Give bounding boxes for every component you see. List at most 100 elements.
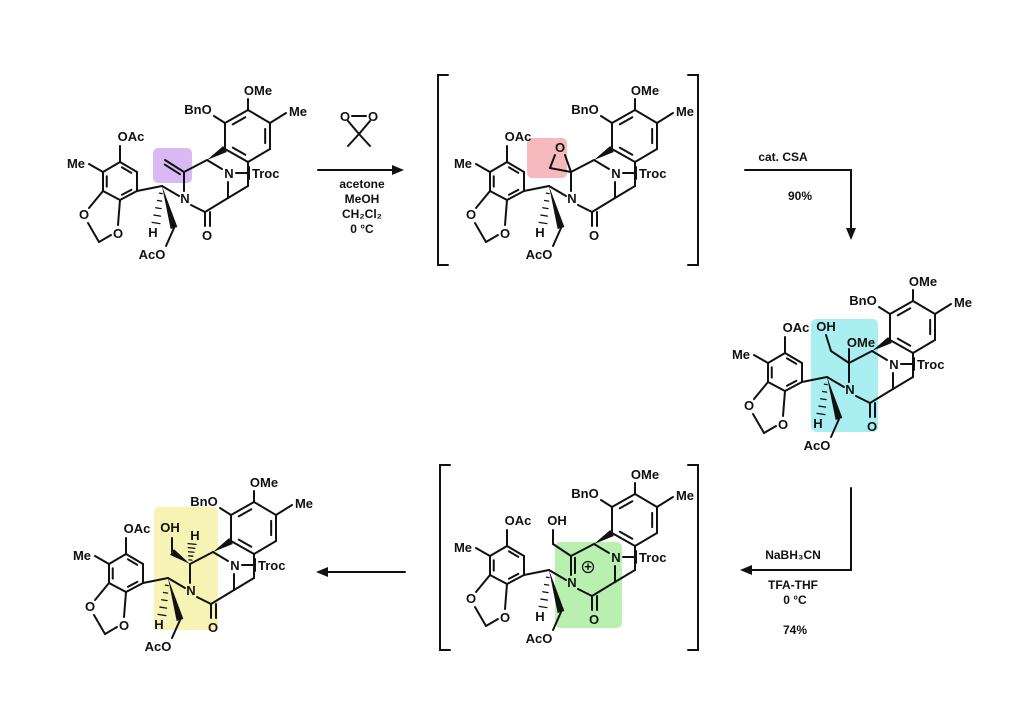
troc-label: Troc xyxy=(639,166,666,181)
oac-label: OAc xyxy=(124,521,151,536)
condition-solvent-1: acetone xyxy=(339,177,385,191)
highlight-box xyxy=(527,138,567,178)
wedge-bond xyxy=(162,186,178,229)
bno-label: BnO xyxy=(571,102,598,117)
wedge-bond xyxy=(872,337,892,351)
bridge-n-label: N xyxy=(230,558,239,573)
h-label: H xyxy=(148,225,157,240)
step3-arrow xyxy=(740,487,852,575)
condition-temperature: 0 °C xyxy=(350,222,374,236)
troc-label: Troc xyxy=(639,550,666,565)
aco-label: AcO xyxy=(139,247,166,262)
methyl-label: Me xyxy=(295,496,313,511)
methyl-label: Me xyxy=(289,104,307,119)
step3-yield: 74% xyxy=(783,623,807,637)
hashed-bond xyxy=(151,192,163,225)
wedge-bond xyxy=(168,578,184,621)
step3-temperature: 0 °C xyxy=(783,593,807,607)
ome-label: OMe xyxy=(244,83,272,98)
aco-label: AcO xyxy=(526,247,553,262)
hashed-bond xyxy=(157,584,169,617)
step3-solvent: TFA-THF xyxy=(768,578,818,592)
methyl-label: Me xyxy=(954,295,972,310)
amide-n-label: N xyxy=(567,191,576,206)
troc-label: Troc xyxy=(917,357,944,372)
bracket-left xyxy=(437,74,449,266)
bno-label: BnO xyxy=(190,494,217,509)
ome-label: OMe xyxy=(847,335,875,350)
methyl-label: Me xyxy=(732,347,750,362)
wedge-bond xyxy=(827,377,843,420)
dioxole-o-label: O xyxy=(119,618,129,633)
methyl-label: Me xyxy=(676,104,694,119)
bracket-right xyxy=(687,464,699,651)
aco-label: AcO xyxy=(804,438,831,453)
carbonyl-o-label: O xyxy=(589,228,599,243)
oac-label: OAc xyxy=(505,129,532,144)
bno-label: BnO xyxy=(184,102,211,117)
dioxole-o-label: O xyxy=(466,207,476,222)
troc-label: Troc xyxy=(252,166,279,181)
wedge-bond xyxy=(594,146,614,160)
wedge-bond xyxy=(594,530,614,544)
positive-charge-icon xyxy=(581,560,595,574)
hashed-bond xyxy=(187,542,197,561)
oh-label: OH xyxy=(547,513,567,528)
ome-label: OMe xyxy=(631,467,659,482)
dioxole-o-label: O xyxy=(85,599,95,614)
h-label: H xyxy=(154,617,163,632)
bridge-n-label: N xyxy=(611,166,620,181)
ome-label: OMe xyxy=(909,274,937,289)
dioxole-o-label: O xyxy=(744,398,754,413)
aco-label: AcO xyxy=(145,639,172,654)
bno-label: BnO xyxy=(849,293,876,308)
dioxirane-icon: O O xyxy=(340,109,378,147)
amide-n-label: N xyxy=(567,575,576,590)
methyl-label: Me xyxy=(73,548,91,563)
oac-label: OAc xyxy=(783,320,810,335)
oh-label: OH xyxy=(160,520,180,535)
oac-label: OAc xyxy=(118,129,145,144)
bridge-n-label: N xyxy=(611,550,620,565)
methyl-label: Me xyxy=(454,540,472,555)
h-label: H xyxy=(813,416,822,431)
wedge-bond xyxy=(213,538,233,552)
carbonyl-o-label: O xyxy=(867,419,877,434)
h-label: H xyxy=(535,225,544,240)
dioxole-o-label: O xyxy=(79,207,89,222)
dioxole-o-label: O xyxy=(466,591,476,606)
highlight-box xyxy=(811,319,878,432)
aco-label: AcO xyxy=(526,631,553,646)
wedge-bond xyxy=(549,570,565,613)
step1-arrow xyxy=(317,165,404,175)
h-label: H xyxy=(535,609,544,624)
ome-label: OMe xyxy=(631,83,659,98)
hashed-bond xyxy=(538,576,550,609)
carbonyl-o-label: O xyxy=(589,612,599,627)
step2-arrow xyxy=(744,169,856,240)
step4-arrow xyxy=(316,567,406,577)
dioxirane-o-right: O xyxy=(368,109,378,124)
carbonyl-o-label: O xyxy=(208,620,218,635)
step3-reagent: NaBH₃CN xyxy=(765,548,821,562)
bno-label: BnO xyxy=(571,486,598,501)
bracket-right xyxy=(687,74,699,266)
dioxole-o-label: O xyxy=(113,226,123,241)
wedge-bond xyxy=(170,549,190,564)
amide-n-label: N xyxy=(845,382,854,397)
methyl-label: Me xyxy=(676,488,694,503)
hashed-bond xyxy=(538,192,550,225)
dioxole-o-label: O xyxy=(778,417,788,432)
wedge-bond xyxy=(207,146,227,160)
dioxirane-o-left: O xyxy=(340,109,350,124)
epoxide-o-label: O xyxy=(555,140,565,155)
amide-n-label: N xyxy=(186,583,195,598)
condition-solvent-3: CH₂Cl₂ xyxy=(342,207,382,221)
